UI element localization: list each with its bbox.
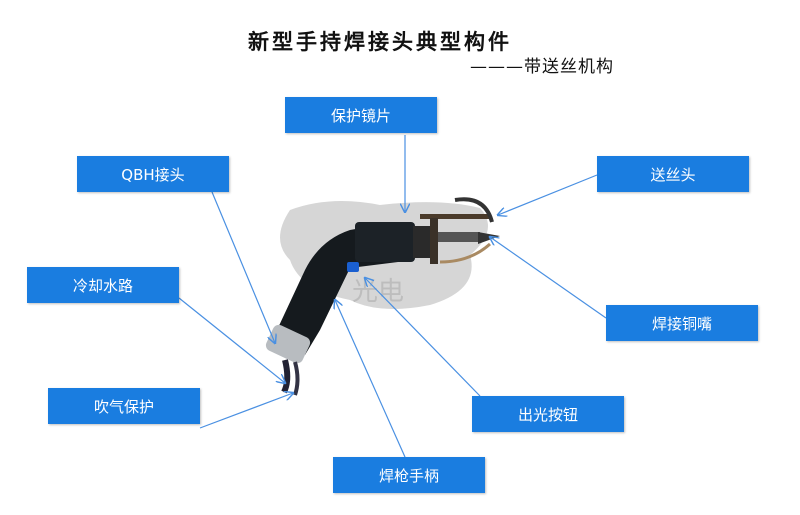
label-cooling-water: 冷却水路 (27, 267, 179, 303)
label-protective-lens: 保护镜片 (285, 97, 437, 133)
diagram-subtitle: ———带送丝机构 (470, 57, 614, 77)
label-copper-nozzle: 焊接铜嘴 (606, 305, 758, 341)
label-gun-handle: 焊枪手柄 (333, 457, 485, 493)
diagram-title: 新型手持焊接头典型构件 (248, 30, 512, 54)
label-light-button: 出光按钮 (472, 396, 624, 432)
label-qbh-connector: QBH接头 (77, 156, 229, 192)
label-gas-protection: 吹气保护 (48, 388, 200, 424)
pointer-arrows (178, 135, 607, 458)
gun (265, 197, 500, 396)
label-wire-feed-head: 送丝头 (597, 156, 749, 192)
